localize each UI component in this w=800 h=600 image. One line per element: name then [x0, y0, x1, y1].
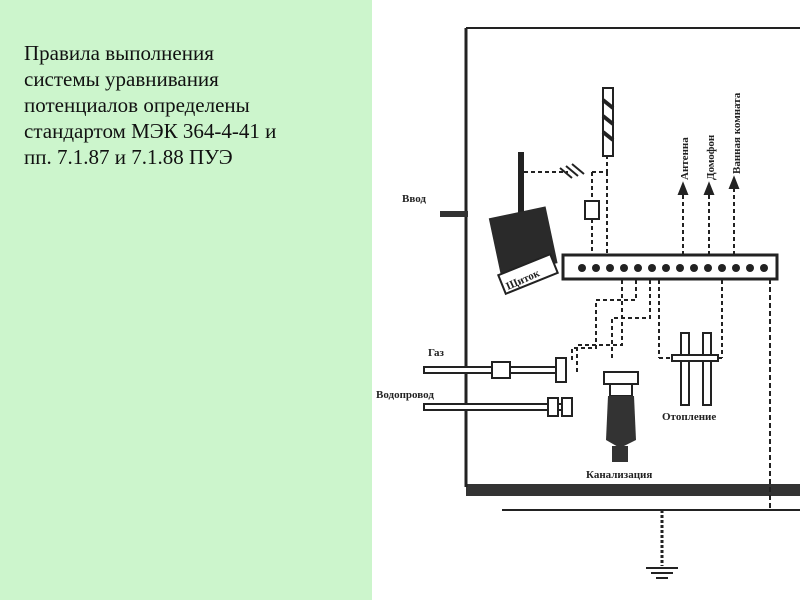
fuse-top — [601, 87, 615, 157]
earthing-bar — [561, 253, 779, 281]
gas-pipe — [423, 357, 567, 383]
wire-hatch — [559, 163, 585, 179]
text-panel: Правила выполнения системы уравнивания п… — [0, 0, 372, 600]
sewer-pipe — [603, 371, 639, 462]
distribution-board — [488, 152, 560, 296]
equipotential-bonding-diagram: Ввод Газ Водопровод Щиток Антенна Домофо… — [376, 27, 800, 579]
heating-pipes — [658, 280, 723, 406]
label-gas: Газ — [428, 347, 445, 359]
fuse-box — [584, 200, 600, 220]
label-intercom: Домофон — [705, 134, 717, 180]
water-pipe — [423, 397, 573, 417]
label-input: Ввод — [402, 193, 426, 205]
ground-electrode — [502, 509, 800, 579]
label-sewer: Канализация — [586, 469, 652, 481]
label-antenna: Антенна — [679, 137, 691, 180]
upward-conductors — [677, 175, 740, 255]
label-heating: Отопление — [662, 411, 716, 423]
label-bathroom: Ванная комната — [731, 92, 743, 174]
input-cable — [440, 211, 468, 217]
slide-text: Правила выполнения системы уравнивания п… — [24, 41, 277, 169]
label-water-pipe: Водопровод — [376, 389, 434, 401]
